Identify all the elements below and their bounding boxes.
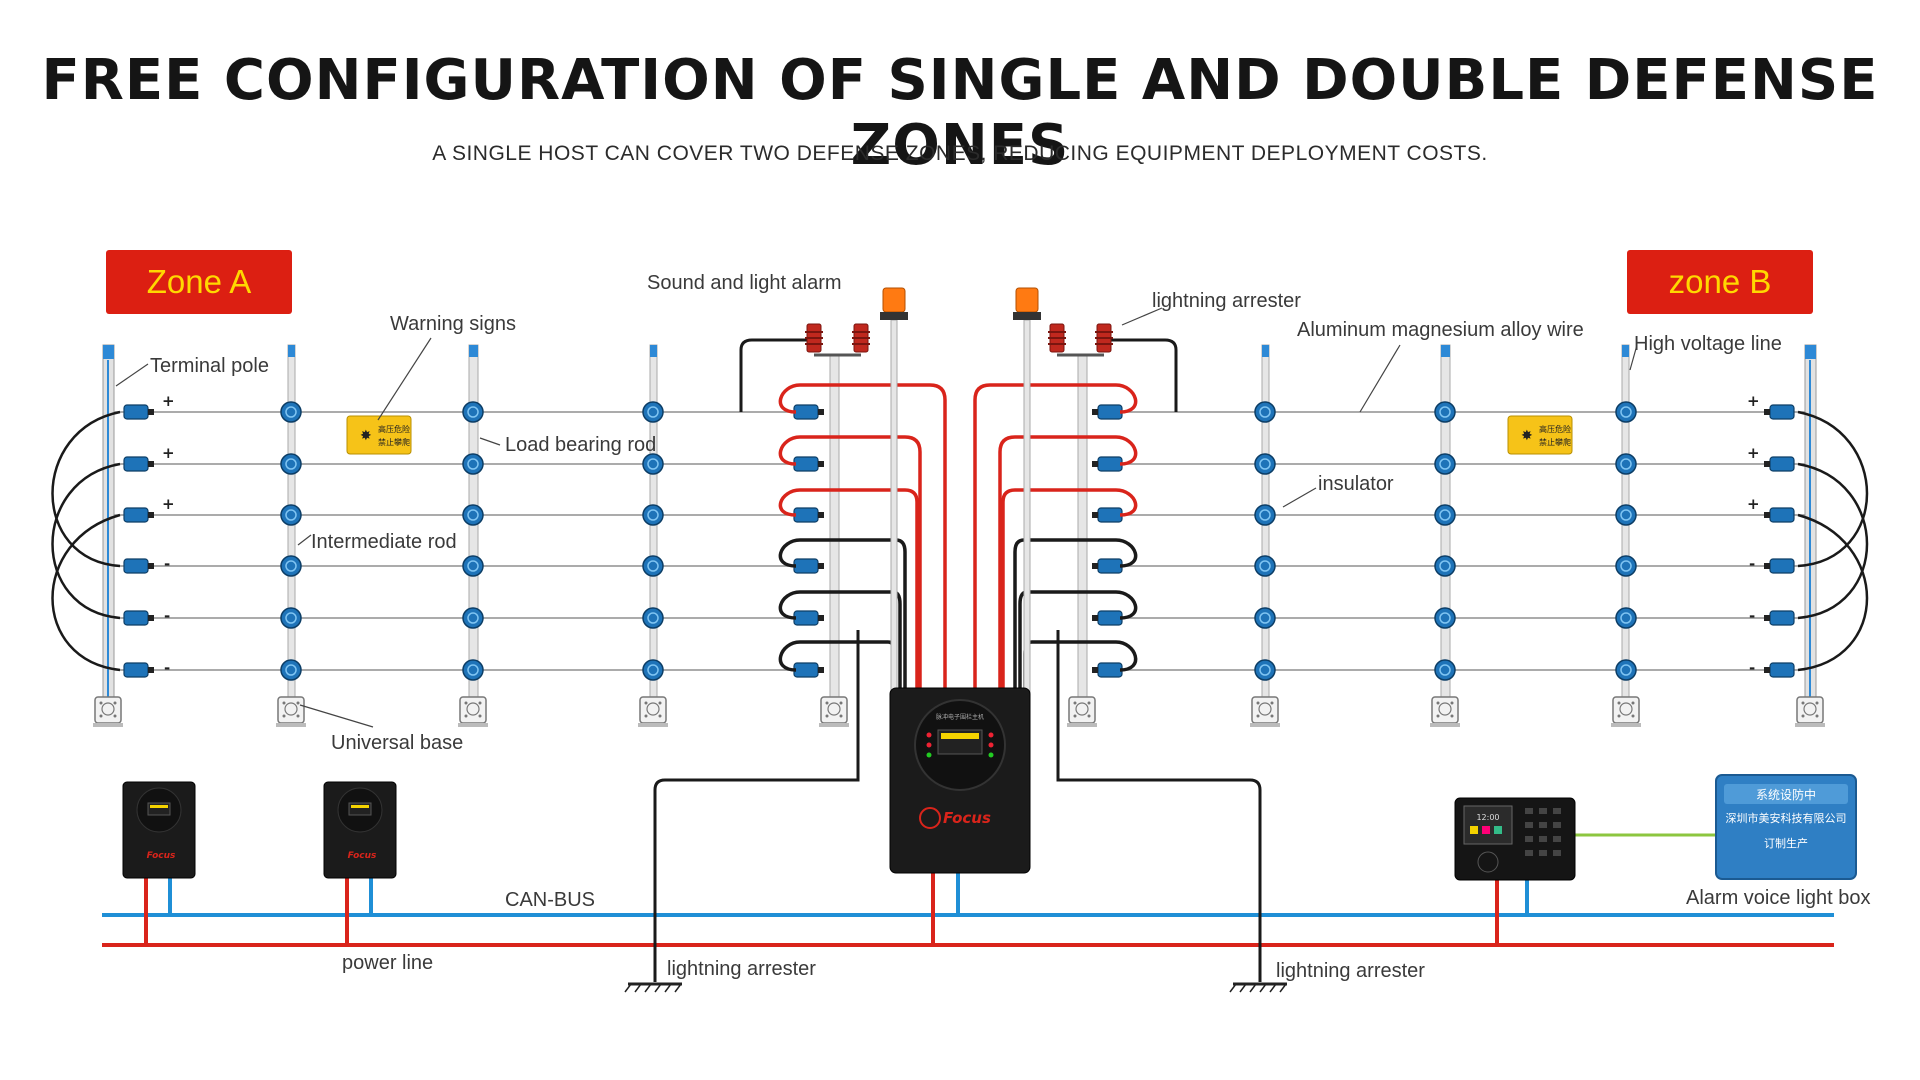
label-universal-base: Universal base — [331, 732, 463, 754]
page-title: FREE CONFIGURATION OF SINGLE AND DOUBLE … — [41, 48, 1879, 178]
warning-sign-left-line2: 禁止攀爬 — [378, 437, 410, 447]
ground-symbol-right — [1228, 982, 1289, 994]
warning-sign-left: ✸ 高压危险 禁止攀爬 — [346, 415, 412, 455]
focus-logo-icon — [919, 807, 941, 829]
small-host-2-brand: Focus — [348, 851, 377, 861]
polarity-left-1: + — [162, 392, 175, 410]
small-host-1-brand: Focus — [147, 851, 176, 861]
insulators — [280, 401, 1637, 681]
warning-sign-icon: ✸ — [1521, 428, 1533, 444]
warning-sign-right: ✸ 高压危险 禁止攀爬 — [1507, 415, 1573, 455]
alarm-voice-light-box: 系统设防中 深圳市美安科技有限公司 订制生产 — [1715, 774, 1857, 880]
label-lightning-arrester-left: lightning arrester — [667, 958, 816, 980]
polarity-right-3: + — [1747, 495, 1760, 513]
top-lightning-arresters — [804, 323, 1114, 357]
page-subtitle: A SINGLE HOST CAN COVER TWO DEFENSE ZONE… — [432, 142, 1488, 165]
polarity-right-5: - — [1749, 607, 1755, 625]
label-alarm-voice-light-box: Alarm voice light box — [1686, 887, 1871, 909]
label-aluminum-wire: Aluminum magnesium alloy wire — [1297, 319, 1584, 341]
polarity-left-6: - — [164, 659, 170, 677]
ground-symbol-left — [623, 982, 684, 994]
label-load-bearing-rod: Load bearing rod — [505, 434, 656, 456]
label-intermediate-rod: Intermediate rod — [311, 531, 457, 553]
label-power-line: power line — [342, 952, 433, 974]
polarity-right-2: + — [1747, 444, 1760, 462]
host-lead-wires-right — [973, 383, 1138, 690]
host-lead-wires-left — [778, 383, 947, 690]
polarity-left-4: - — [164, 555, 170, 573]
callout-leaders — [115, 307, 1638, 728]
bus-lines — [102, 913, 1834, 947]
alarm-box-header: 系统设防中 — [1756, 787, 1816, 802]
main-host: 脉冲电子围栏主机 Focus — [889, 687, 1031, 945]
keypad-time: 12:00 — [1476, 813, 1499, 822]
label-can-bus: CAN-BUS — [505, 889, 595, 911]
warning-sign-right-line2: 禁止攀爬 — [1539, 437, 1571, 447]
polarity-left-3: + — [162, 495, 175, 513]
polarity-marks: + + + - - - + + + - - - — [162, 392, 1760, 677]
polarity-right-6: - — [1749, 659, 1755, 677]
sound-light-alarm-right — [1013, 287, 1041, 726]
warning-sign-right-line1: 高压危险 — [1539, 424, 1571, 434]
label-warning-signs: Warning signs — [390, 313, 516, 335]
label-lightning-arrester-top: lightning arrester — [1152, 290, 1301, 312]
label-lightning-arrester-right: lightning arrester — [1276, 960, 1425, 982]
label-terminal-pole: Terminal pole — [150, 355, 269, 377]
end-loop-wires — [51, 410, 1869, 672]
small-host-2: Focus — [323, 781, 397, 945]
label-insulator: insulator — [1318, 473, 1394, 495]
polarity-right-4: - — [1749, 555, 1755, 573]
polarity-left-5: - — [164, 607, 170, 625]
host-panel-text: 脉冲电子围栏主机 — [936, 713, 984, 721]
zone-b-badge: zone B — [1627, 250, 1813, 314]
alarm-keypad: 12:00 — [1454, 797, 1716, 945]
label-high-voltage-line: High voltage line — [1634, 333, 1782, 355]
polarity-left-2: + — [162, 444, 175, 462]
ground-wires — [653, 630, 1262, 982]
zone-a-badge: Zone A — [106, 250, 292, 314]
alarm-box-footer: 订制生产 — [1764, 836, 1808, 850]
polarity-right-1: + — [1747, 392, 1760, 410]
warning-sign-left-line1: 高压危险 — [378, 424, 410, 434]
arrester-wiring — [739, 338, 1178, 412]
label-sound-light-alarm: Sound and light alarm — [647, 272, 842, 294]
small-host-1: Focus — [122, 781, 196, 945]
alarm-box-company: 深圳市美安科技有限公司 — [1726, 811, 1847, 825]
warning-sign-icon: ✸ — [360, 428, 372, 444]
host-brand: Focus — [943, 809, 991, 827]
